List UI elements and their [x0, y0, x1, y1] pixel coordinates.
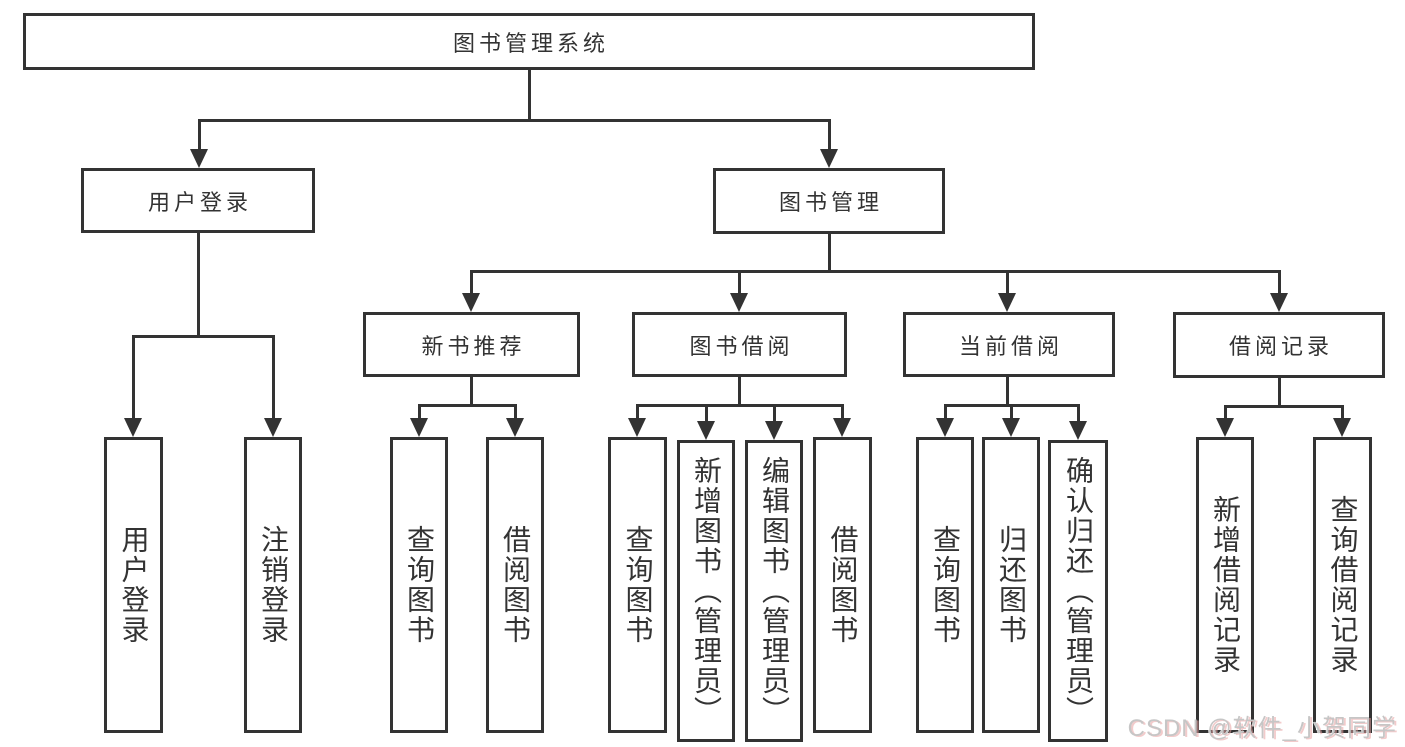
leaf-current-return-books: 归还图书	[982, 437, 1040, 733]
arrow-down-icon-borrow-records-0	[1216, 418, 1234, 437]
connector-drop-book-borrowing-1	[704, 405, 708, 422]
connector-branch-book-borrowing	[635, 404, 844, 407]
connector-drop-current-borrow-0	[943, 405, 947, 419]
connector-stem-user-login	[196, 233, 200, 337]
connector-stem-current-borrow	[1005, 377, 1009, 406]
node-library-management-system: 图书管理系统	[23, 13, 1035, 70]
leaf-borrowing-edit-books-admin: 编辑图书（管理员）	[745, 440, 803, 742]
arrow-down-icon-borrow-records-1	[1333, 418, 1351, 437]
node-user-login: 用户登录	[81, 168, 315, 233]
connector-stem-book-borrowing	[737, 377, 741, 406]
arrow-down-icon-book-management-3	[1270, 293, 1288, 312]
arrow-down-icon-root-0	[190, 149, 208, 168]
csdn-watermark: CSDN @软件_小贺同学	[1127, 715, 1397, 742]
leaf-borrowing-add-books-admin: 新增图书（管理员）	[677, 440, 735, 742]
leaf-newbook-query-books: 查询图书	[390, 437, 448, 733]
node-current-borrowing: 当前借阅	[903, 312, 1115, 377]
connector-drop-root-1	[827, 120, 831, 150]
leaf-records-add-borrow-record: 新增借阅记录	[1196, 437, 1254, 733]
connector-drop-book-management-2	[1005, 271, 1009, 294]
arrow-down-icon-current-borrow-2	[1069, 421, 1087, 440]
leaf-records-query-borrow-record: 查询借阅记录	[1313, 437, 1372, 733]
arrow-down-icon-book-management-0	[462, 293, 480, 312]
arrow-down-icon-current-borrow-0	[936, 418, 954, 437]
connector-drop-current-borrow-2	[1076, 405, 1080, 422]
leaf-borrowing-query-books: 查询图书	[608, 437, 667, 733]
connector-stem-borrow-records	[1277, 378, 1281, 407]
connector-drop-book-management-0	[469, 271, 473, 294]
connector-drop-book-borrowing-0	[635, 405, 639, 419]
connector-branch-book-management	[469, 270, 1281, 273]
leaf-logout: 注销登录	[244, 437, 302, 733]
leaf-user-login: 用户登录	[104, 437, 163, 733]
connector-drop-book-management-3	[1277, 271, 1281, 294]
arrow-down-icon-new-book-1	[506, 418, 524, 437]
connector-branch-root	[197, 119, 831, 122]
arrow-down-icon-user-login-1	[264, 418, 282, 437]
connector-branch-borrow-records	[1223, 405, 1344, 408]
node-borrowing-records: 借阅记录	[1173, 312, 1385, 378]
connector-drop-book-management-1	[737, 271, 741, 294]
arrow-down-icon-user-login-0	[124, 418, 142, 437]
arrow-down-icon-book-borrowing-1	[697, 421, 715, 440]
connector-drop-root-0	[197, 120, 201, 150]
arrow-down-icon-book-borrowing-2	[765, 421, 783, 440]
node-new-book-recommend: 新书推荐	[363, 312, 580, 377]
node-book-borrowing: 图书借阅	[632, 312, 847, 377]
connector-drop-new-book-0	[417, 405, 421, 419]
connector-branch-user-login	[131, 335, 275, 338]
arrow-down-icon-book-borrowing-3	[833, 418, 851, 437]
arrow-down-icon-new-book-0	[410, 418, 428, 437]
leaf-newbook-borrow-books: 借阅图书	[486, 437, 544, 733]
connector-drop-book-borrowing-3	[840, 405, 844, 419]
connector-drop-book-borrowing-2	[772, 405, 776, 422]
arrow-down-icon-book-management-2	[998, 293, 1016, 312]
connector-branch-new-book	[417, 404, 517, 407]
leaf-borrowing-borrow-books: 借阅图书	[813, 437, 872, 733]
arrow-down-icon-book-management-1	[730, 293, 748, 312]
arrow-down-icon-root-1	[820, 149, 838, 168]
leaf-current-confirm-return-admin: 确认归还（管理员）	[1048, 440, 1108, 742]
connector-drop-new-book-1	[513, 405, 517, 419]
connector-stem-new-book	[469, 377, 473, 406]
connector-drop-borrow-records-1	[1340, 406, 1344, 419]
connector-stem-root	[527, 70, 531, 121]
node-book-management: 图书管理	[713, 168, 945, 234]
connector-stem-book-management	[827, 234, 831, 272]
connector-drop-current-borrow-1	[1009, 405, 1013, 419]
connector-drop-user-login-0	[131, 336, 135, 419]
arrow-down-icon-current-borrow-1	[1002, 418, 1020, 437]
arrow-down-icon-book-borrowing-0	[628, 418, 646, 437]
leaf-current-query-books: 查询图书	[916, 437, 974, 733]
connector-drop-borrow-records-0	[1223, 406, 1227, 419]
connector-drop-user-login-1	[271, 336, 275, 419]
